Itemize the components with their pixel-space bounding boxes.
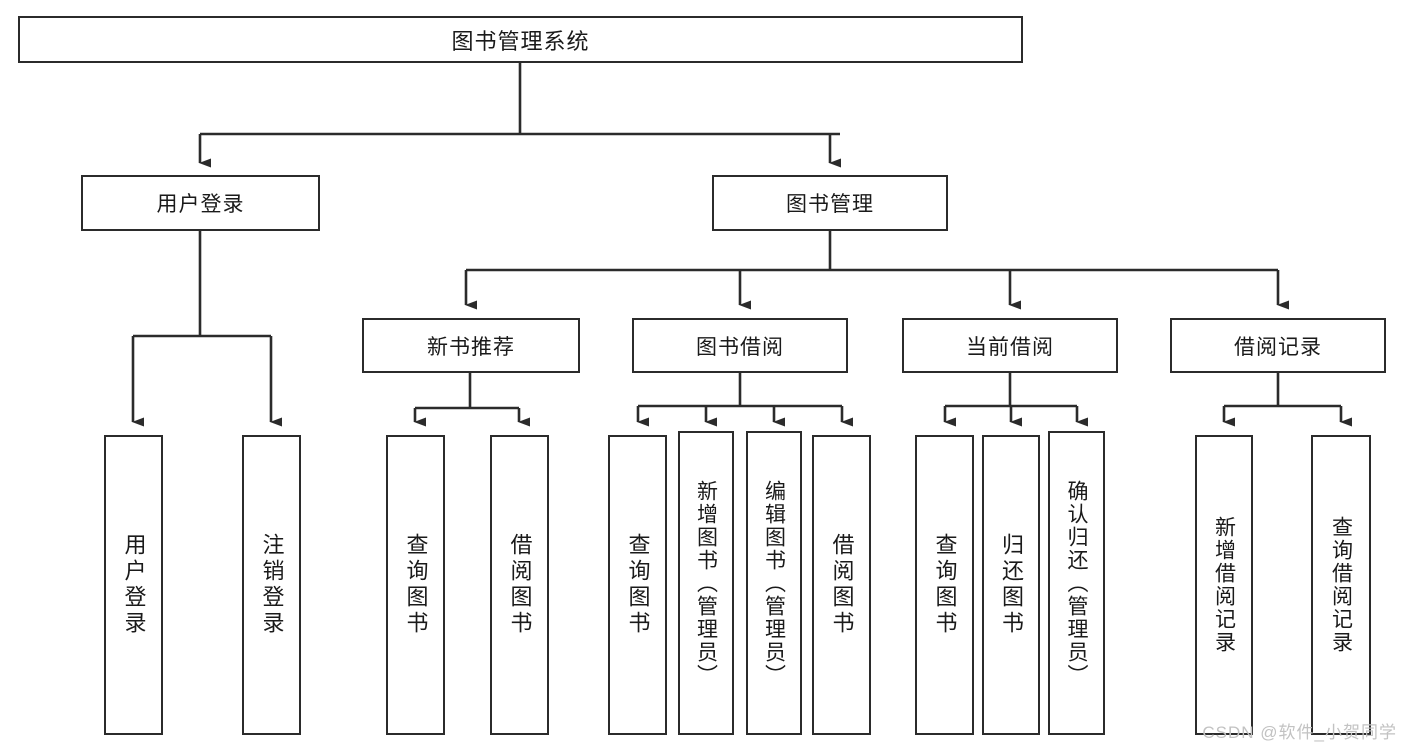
node-borrow-record[interactable]: 借阅记录 [1170,318,1386,373]
leaf-confirm-return-admin[interactable]: 确认归还（管理员） [1048,431,1105,735]
leaf-query-borrow-record[interactable]: 查询借阅记录 [1311,435,1371,735]
leaf-add-book-admin[interactable]: 新增图书（管理员） [678,431,734,735]
leaf-edit-book-admin[interactable]: 编辑图书（管理员） [746,431,802,735]
node-user-login-group[interactable]: 用户登录 [81,175,320,231]
leaf-query-book-borrow[interactable]: 查询图书 [608,435,667,735]
node-label: 用户登录 [121,533,147,637]
node-label: 查询借阅记录 [1329,516,1353,654]
node-label: 新增借阅记录 [1212,516,1236,654]
node-label: 编辑图书（管理员） [762,479,786,687]
node-label: 新书推荐 [427,335,515,359]
node-label: 查询图书 [625,533,651,637]
node-label: 查询图书 [932,533,958,637]
leaf-borrow-book-new[interactable]: 借阅图书 [490,435,549,735]
node-label: 借阅图书 [829,533,855,637]
node-label: 借阅记录 [1234,335,1322,359]
leaf-add-borrow-record[interactable]: 新增借阅记录 [1195,435,1253,735]
node-book-borrow[interactable]: 图书借阅 [632,318,848,373]
node-label: 注销登录 [259,533,285,637]
node-label: 归还图书 [999,533,1024,637]
leaf-user-logout[interactable]: 注销登录 [242,435,301,735]
leaf-query-book-new[interactable]: 查询图书 [386,435,445,735]
node-label: 确认归还（管理员） [1065,479,1088,687]
node-book-management[interactable]: 图书管理 [712,175,948,231]
node-label: 借阅图书 [507,533,533,637]
node-label: 新增图书（管理员） [694,479,718,687]
node-label: 查询图书 [403,533,429,637]
node-label: 图书管理 [786,193,874,216]
node-label: 当前借阅 [966,335,1054,359]
node-label: 图书借阅 [696,335,784,359]
node-label: 用户登录 [156,193,245,216]
node-new-book-recommend[interactable]: 新书推荐 [362,318,580,373]
node-root[interactable]: 图书管理系统 [18,16,1023,63]
watermark: CSDN @软件_小贺同学 [1202,723,1397,742]
leaf-query-book-current[interactable]: 查询图书 [915,435,974,735]
leaf-return-book[interactable]: 归还图书 [982,435,1040,735]
leaf-user-login[interactable]: 用户登录 [104,435,163,735]
node-current-borrow[interactable]: 当前借阅 [902,318,1118,373]
leaf-borrow-book[interactable]: 借阅图书 [812,435,871,735]
node-label: 图书管理系统 [451,28,590,54]
